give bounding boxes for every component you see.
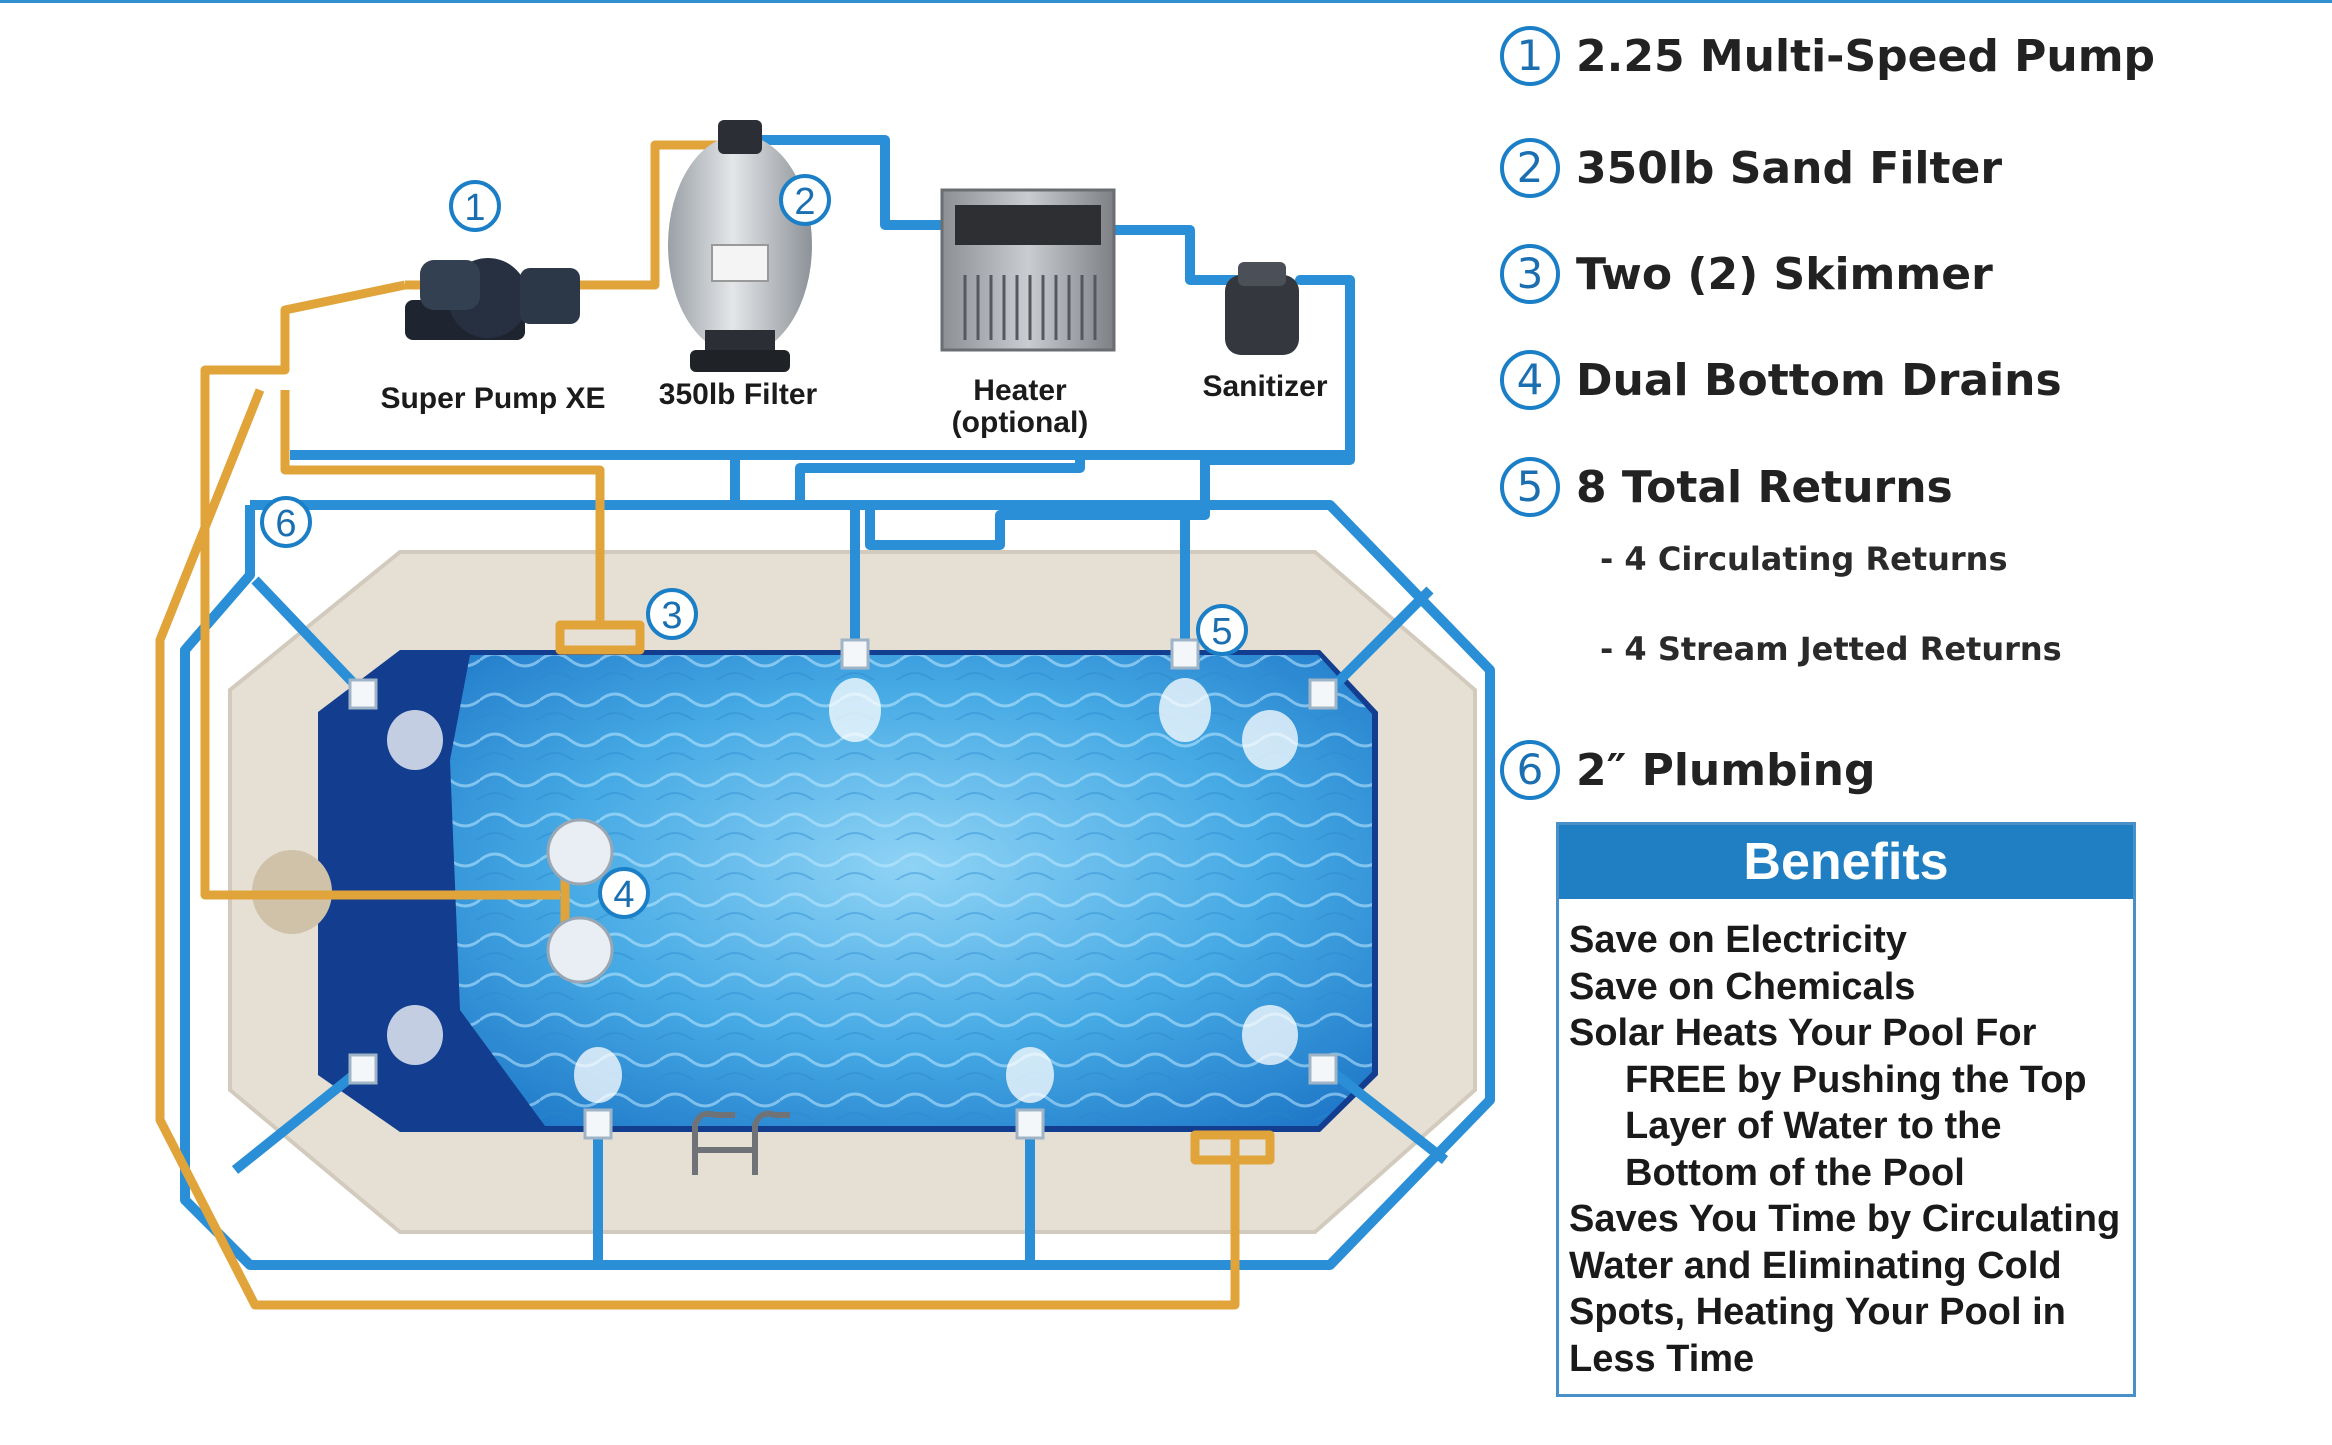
benefit-line: FREE by Pushing the Top [1625,1058,2087,1101]
sanitizer-label: Sanitizer [1202,370,1327,403]
svg-text:5: 5 [1211,611,1232,653]
legend-sub-item-jetted: - 4 Stream Jetted Returns [1600,630,2062,668]
svg-text:3: 3 [661,595,682,637]
pump-label: Super Pump XE [380,382,605,415]
legend-item-pump: 1 2.25 Multi-Speed Pump [1500,26,2155,86]
marker-2: 2 [779,174,831,226]
marker-3: 3 [646,588,698,640]
legend-item-label: 2.25 Multi-Speed Pump [1576,30,2156,82]
legend-item-returns: 5 8 Total Returns [1500,457,1953,517]
number-2-icon: 2 [1500,138,1560,198]
benefit-line: Less Time [1569,1337,1755,1380]
return-jets [387,678,1298,1103]
suction-plumbing [155,140,1275,1310]
marker-4: 4 [598,867,650,919]
legend-item-label: 8 Total Returns [1576,461,1953,513]
benefit-line: Save on Electricity [1569,919,1907,961]
benefit-line: Spots, Heating Your Pool in [1569,1291,2066,1333]
benefit-line: Bottom of the Pool [1625,1151,1965,1194]
benefits-box: Benefits Save on Electricity Save on Che… [1556,822,2136,1397]
benefit-line: Solar Heats Your Pool For [1569,1012,2037,1054]
benefit-line: Water and Eliminating Cold [1569,1244,2062,1287]
pump-icon [405,258,580,340]
pool [318,650,1378,1132]
number-6-icon: 6 [1500,740,1560,800]
number-4-icon: 4 [1500,350,1560,410]
sand-filter-icon [668,120,812,372]
heater-icon [940,188,1116,352]
sanitizer-icon [1225,262,1299,355]
legend-item-filter: 2 350lb Sand Filter [1500,138,2002,198]
marker-5: 5 [1196,604,1248,656]
pool-plumbing-diagram: Super Pump XE 350lb Filter Heater (optio… [155,120,1495,1310]
number-1-icon: 1 [1500,26,1560,86]
svg-text:2: 2 [794,181,815,223]
legend-item-skimmer: 3 Two (2) Skimmer [1500,244,1993,304]
marker-6: 6 [260,496,312,548]
marker-1: 1 [449,180,501,232]
benefits-list: Save on Electricity Save on Chemicals So… [1559,899,2133,1382]
legend-item-label: Dual Bottom Drains [1576,354,2062,406]
svg-text:6: 6 [275,503,296,545]
legend-item-plumbing: 6 2″ Plumbing [1500,740,1876,800]
bottom-drains [546,818,614,984]
benefit-line: Saves You Time by Circulating [1569,1198,2121,1240]
return-plumbing [180,135,1495,1270]
number-3-icon: 3 [1500,244,1560,304]
legend-item-label: 350lb Sand Filter [1576,142,2003,194]
pool-water-ripples [450,655,1372,1126]
return-fittings [348,638,1338,1140]
legend-sub-item-circulating: - 4 Circulating Returns [1600,540,2008,578]
benefit-line: Save on Chemicals [1569,965,1916,1008]
heater-label: Heater [973,374,1067,407]
filter-label: 350lb Filter [659,378,818,411]
pool-ladder [692,1110,790,1175]
top-divider-line [0,0,2332,3]
svg-text:4: 4 [613,874,634,916]
heater-optional-label: (optional) [952,406,1089,439]
svg-text:1: 1 [464,187,485,229]
benefit-line: Layer of Water to the [1625,1105,2002,1147]
legend-item-drains: 4 Dual Bottom Drains [1500,350,2062,410]
benefits-title: Benefits [1559,825,2133,899]
number-5-icon: 5 [1500,457,1560,517]
legend-item-label: Two (2) Skimmer [1576,248,1993,300]
legend-item-label: 2″ Plumbing [1576,744,1876,796]
